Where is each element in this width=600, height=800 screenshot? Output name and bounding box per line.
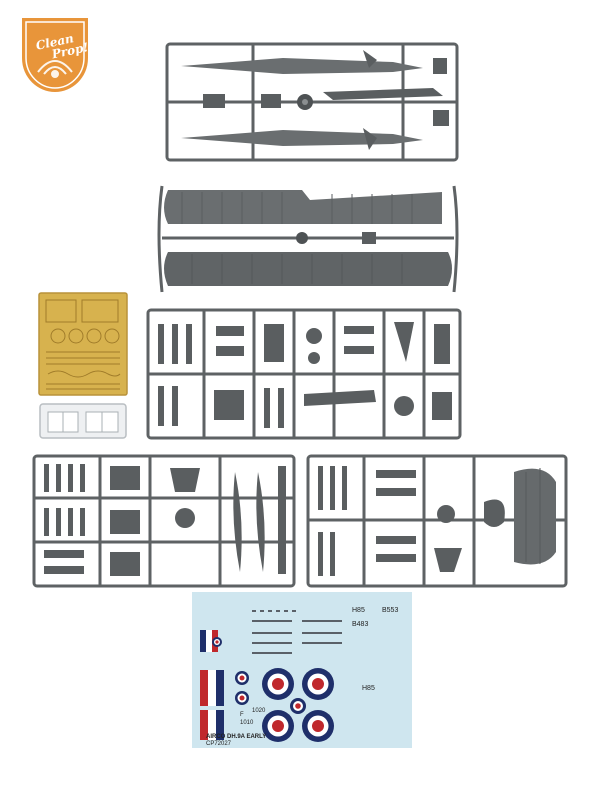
decal-registration-h85: H85	[352, 607, 365, 614]
sprue-fuselage	[163, 40, 461, 164]
decal-registration-b553: B553	[382, 607, 398, 614]
photo-etch-fret	[38, 292, 128, 396]
clear-parts-sprue	[38, 402, 128, 440]
decal-registration-h85-side: H85	[362, 685, 375, 692]
sprue-small-parts-1	[144, 306, 464, 442]
large-roundels	[262, 668, 334, 742]
decal-registration-b483: B483	[352, 621, 368, 628]
sprue-struts-tail	[304, 452, 570, 590]
decal-number-1010: 1010	[240, 720, 254, 726]
sprue-wings	[152, 180, 464, 298]
small-roundels	[212, 637, 249, 705]
decal-letter-f: F	[240, 712, 244, 718]
decal-product-code: CP72027	[206, 741, 232, 747]
decal-sheet: H85 B553 B483 F 1010 1020 H85 AIRCO DH.9…	[192, 592, 412, 748]
brand-logo: Clean Prop!	[14, 14, 96, 96]
decal-number-1020: 1020	[252, 708, 266, 714]
sprue-propellers	[30, 452, 298, 590]
decal-product-name: AIRCO DH.9A EARLY	[206, 734, 266, 740]
